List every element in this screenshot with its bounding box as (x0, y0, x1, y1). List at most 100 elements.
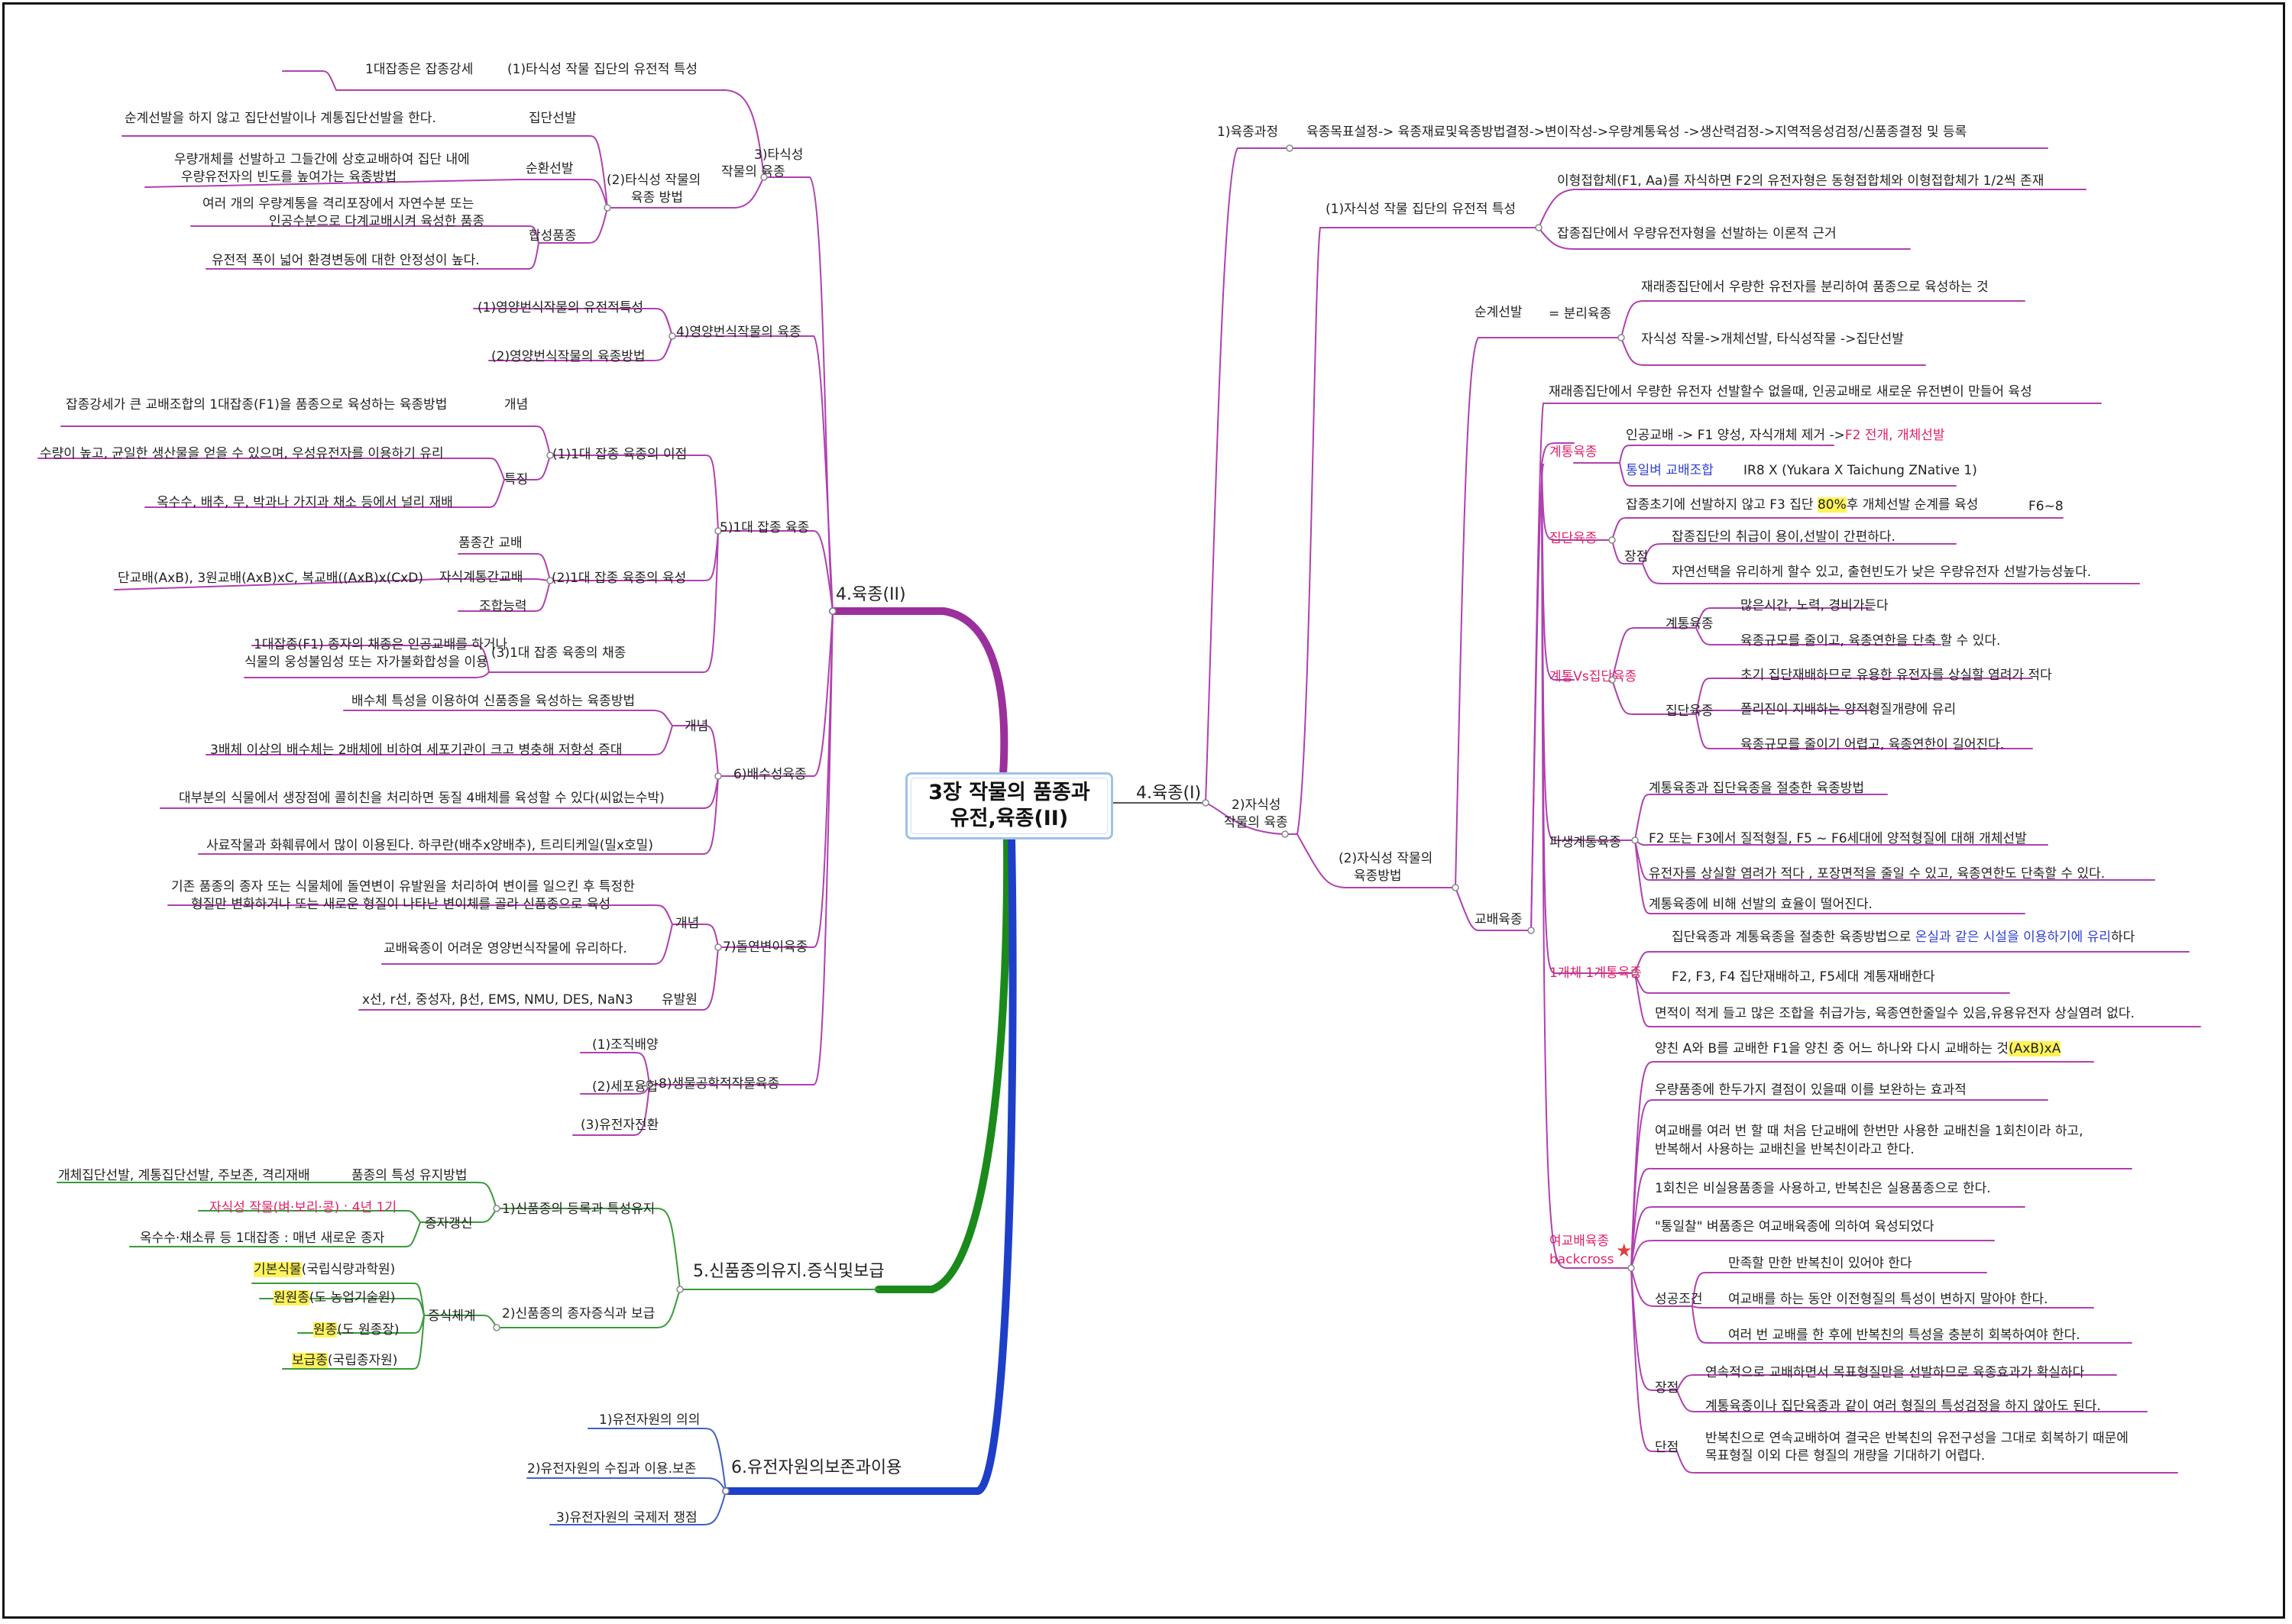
self-genetic-item-2[interactable]: 잡종집단에서 우량유전자형을 선발하는 이론적 근거 (1557, 226, 1837, 241)
main-topic-breeding-2[interactable]: 4.육종(II) (836, 585, 906, 604)
mutation-concept-label[interactable]: 개념 (675, 916, 700, 931)
topic-backcross-1[interactable]: 여교배육종 (1549, 1234, 1610, 1249)
ssd-item-1[interactable]: 집단육종과 계통육종을 절충한 육종방법으로 온실과 같은 시설을 이용하기에 … (1672, 929, 2135, 946)
f1-dev-subitem[interactable]: 단교배(AxB), 3원교배(AxB)xC, 복교배((AxB)x(CxD) (118, 571, 423, 586)
topic-cross-genetic-traits[interactable]: (1)타식성 작물 집단의 유전적 특성 (507, 62, 698, 77)
cross-genetic-item[interactable]: 1대잡종은 잡종강세 (365, 62, 474, 77)
f1-seed-item-2[interactable]: 식물의 웅성불임성 또는 자가불화합성을 이용 (244, 655, 488, 670)
ssd-item-3[interactable]: 면적이 적게 들고 많은 조합을 취급가능, 육종연한줄일수 있음,유용유전자 … (1655, 1006, 2135, 1021)
pure-line-alias[interactable]: = 분리육종 (1549, 306, 1612, 322)
f1-dev-item-1[interactable]: 품종간 교배 (458, 535, 523, 551)
f1-concept-label[interactable]: 개념 (504, 397, 529, 412)
backcross-condition-1[interactable]: 만족할 만한 반복친이 있어야 한다 (1728, 1256, 1912, 1271)
main-topic-breeding-1[interactable]: 4.육종(I) (1136, 784, 1202, 803)
topic-f1-development[interactable]: (2)1대 잡종 육종의 육성 (552, 571, 687, 586)
variety-maintenance-methods-label[interactable]: 품종의 특성 유지방법 (351, 1168, 468, 1183)
topic-derived-line-breeding[interactable]: 파생계통육종 (1549, 835, 1621, 850)
recurrent-item-2[interactable]: 우량유전자의 빈도를 높여가는 육종방법 (181, 170, 397, 185)
vegetative-item-2[interactable]: (2)영양번식작물의 육종방법 (491, 349, 646, 364)
mass-selection-label[interactable]: 집단선발 (529, 111, 577, 126)
pure-line-item-1[interactable]: 재래종집단에서 우량한 유전자를 분리하여 품종으로 육성하는 것 (1641, 280, 1989, 295)
derived-item-3[interactable]: 유전자를 상실할 염려가 적다 , 포장면적을 줄일 수 있고, 육종연한도 단… (1649, 866, 2106, 882)
backcross-item-1[interactable]: 우량품종에 한두가지 결점이 있을때 이를 보완하는 효과적 (1655, 1082, 1967, 1098)
synthetic-item-2[interactable]: 인공수분으로 다계교배시켜 육성한 품종 (269, 214, 485, 229)
backcross-item-3[interactable]: 1회친은 비실용품종을 사용하고, 반복친은 실용품종으로 한다. (1655, 1181, 1991, 1196)
central-topic[interactable]: 3장 작물의 품종과 유전,육종(II) (905, 772, 1113, 839)
main-topic-genetic-resources[interactable]: 6.유전자원의보존과이용 (731, 1458, 902, 1477)
genetic-resources-item-2[interactable]: 2)유전자원의 수집과 이용.보존 (527, 1461, 697, 1477)
topic-self-genetic-traits[interactable]: (1)자식성 작물 집단의 유전적 특성 (1326, 202, 1517, 217)
multiplication-system-label[interactable]: 증식체계 (428, 1309, 476, 1324)
topic-self-pollinated-1[interactable]: 2)자식성 (1232, 797, 1281, 813)
topic-cross-breeding[interactable]: 교배육종 (1475, 912, 1523, 927)
f1-features-label[interactable]: 특징 (504, 472, 529, 487)
backcross-disadvantage-2[interactable]: 목표형질 이외 다른 형질의 개량을 기대하기 어렵다. (1705, 1448, 1986, 1464)
f1-dev-item-3[interactable]: 조합능력 (479, 599, 527, 614)
topic-cross-pollinated-1[interactable]: 3)타식성 (754, 147, 804, 163)
vs-bulk-item-1[interactable]: 초기 집단재배하므로 유용한 유전자를 상실할 염려가 적다 (1740, 668, 2052, 683)
topic-seed-multiplication[interactable]: 2)신품종의 종자증식과 보급 (502, 1306, 656, 1322)
polyploidy-item-1[interactable]: 배수체 특성을 이용하여 신품종을 육성하는 육종방법 (351, 694, 636, 709)
mutation-item-2[interactable]: 형질만 변화하거나 또는 새로운 형질이 나타난 변이체를 골라 신품종으로 육… (191, 897, 611, 912)
topic-backcross-2[interactable]: backcross (1549, 1252, 1614, 1267)
polyploidy-item-3[interactable]: 대부분의 식물에서 생장점에 콜히친을 처리하면 동질 4배체를 육성할 수 있… (179, 791, 665, 806)
genetic-resources-item-1[interactable]: 1)유전자원의 의의 (599, 1412, 701, 1428)
biotech-item-1[interactable]: (1)조직배양 (592, 1037, 659, 1053)
topic-f1-hybrid-breeding[interactable]: 5)1대 잡종 육종 (720, 520, 810, 535)
backcross-disadvantages-label[interactable]: 단점 (1655, 1440, 1679, 1455)
backcross-condition-2[interactable]: 여교배를 하는 동안 이전형질의 특성이 변하지 말아야 한다. (1728, 1292, 2048, 1307)
bulk-item-1-generation[interactable]: F6~8 (2028, 499, 2064, 514)
backcross-item-4[interactable]: "통일찰" 벼품종은 여교배육종에 의하여 육성되었다 (1655, 1219, 1934, 1234)
mass-selection-item[interactable]: 순계선발을 하지 않고 집단선발이나 계통집단선발을 한다. (125, 111, 436, 126)
topic-cross-methods-1[interactable]: (2)타식성 작물의 (607, 173, 701, 188)
bulk-advantage-2[interactable]: 자연선택을 유리하게 할수 있고, 출현빈도가 낮은 우량유전자 선발가능성높다… (1672, 565, 2092, 580)
mutation-item-3[interactable]: 교배육종이 어려운 영양번식작물에 유리하다. (384, 941, 627, 956)
backcross-condition-3[interactable]: 여러 번 교배를 한 후에 반복친의 특성을 충분히 회복하여야 한다. (1728, 1328, 2080, 1343)
vs-pedigree-label[interactable]: 계통육종 (1666, 616, 1714, 632)
multiplication-item-2[interactable]: 원원종(도 농업기술원) (274, 1289, 395, 1306)
vs-pedigree-item-2[interactable]: 육종규모를 줄이고, 육종연한을 단축 할 수 있다. (1740, 633, 2001, 649)
polyploidy-item-4[interactable]: 사료작물과 화훼류에서 많이 이용된다. 하쿠란(배추x양배추), 트리티케일(… (206, 838, 653, 853)
backcross-conditions-label[interactable]: 성공조건 (1655, 1292, 1703, 1307)
seed-renewal-label[interactable]: 종자갱신 (425, 1216, 473, 1231)
topic-mutation-breeding[interactable]: 7)돌연변이육종 (723, 940, 808, 955)
breeding-process-text[interactable]: 육종목표설정-> 육종재료및육종방법결정->변이작성->우량계통육성 ->생산력… (1306, 125, 1967, 140)
multiplication-item-3[interactable]: 원종(도 원종장) (313, 1322, 400, 1338)
bulk-advantage-1[interactable]: 잡종집단의 취급이 용이,선발이 간편하다. (1672, 529, 1895, 545)
backcross-item-2a[interactable]: 여교배를 여러 번 할 때 처음 단교배에 한번만 사용한 교배친을 1회친이라… (1655, 1124, 2083, 1139)
topic-f1-advantages[interactable]: (1)1대 잡종 육종의 이점 (552, 447, 688, 462)
variety-maintenance-methods[interactable]: 개체집단선발, 계통집단선발, 주보존, 격리재배 (58, 1168, 310, 1183)
topic-self-methods-2[interactable]: 육종방법 (1354, 869, 1402, 884)
biotech-item-2[interactable]: (2)세포융합 (592, 1079, 659, 1095)
multiplication-item-4[interactable]: 보급종(국립종자원) (292, 1352, 397, 1369)
f1-seed-item-1[interactable]: 1대잡종(F1) 종자의 채종은 인공교배를 하거나 (254, 637, 508, 652)
multiplication-item-1[interactable]: 기본식물(국립식량과학원) (254, 1261, 395, 1278)
polyploidy-concept-label[interactable]: 개념 (685, 719, 709, 734)
f1-feature-1[interactable]: 수량이 높고, 균일한 생산물을 얻을 수 있으며, 우성유전자를 이용하기 유… (40, 446, 444, 461)
topic-pedigree-breeding[interactable]: 계통육종 (1549, 445, 1598, 460)
f1-dev-item-2[interactable]: 자식계통간교배 (439, 570, 523, 585)
topic-breeding-process[interactable]: 1)육종과정 (1217, 125, 1279, 140)
topic-vegetative-breeding[interactable]: 4)영양번식작물의 육종 (676, 325, 801, 340)
topic-cross-pollinated-2[interactable]: 작물의 육종 (721, 164, 785, 180)
topic-ssd-breeding[interactable]: 1개체 1계통육종 (1549, 966, 1642, 981)
synthetic-item-1[interactable]: 여러 개의 우량계통을 격리포장에서 자연수분 또는 (202, 196, 474, 212)
backcross-advantages-label[interactable]: 장점 (1655, 1380, 1679, 1396)
pedigree-item-1[interactable]: 인공교배 -> F1 양성, 자식개체 제거 ->F2 전개, 개체선발 (1626, 427, 1945, 444)
bulk-item-1[interactable]: 잡종초기에 선발하지 않고 F3 집단 80%후 개체선발 순계를 육성 (1626, 497, 1978, 513)
synthetic-variety-label[interactable]: 합성품종 (529, 228, 577, 244)
backcross-advantage-1[interactable]: 연속적으로 교배하면서 목표형질만을 선발하므로 육종효과가 확실하다 (1705, 1365, 2085, 1380)
derived-item-1[interactable]: 계통육종과 집단육종을 절충한 육종방법 (1649, 781, 1865, 796)
recurrent-selection-label[interactable]: 순환선발 (526, 161, 574, 176)
recurrent-item-1[interactable]: 우량개체를 선발하고 그들간에 상호교배하여 집단 내에 (174, 152, 470, 167)
vs-bulk-label[interactable]: 집단육종 (1666, 704, 1714, 719)
backcross-disadvantage-1[interactable]: 반복친으로 연속교배하여 결국은 반복친의 유전구성을 그대로 회복하기 때문에 (1705, 1431, 2129, 1446)
main-topic-variety-maintenance[interactable]: 5.신품종의유지.증식및보급 (693, 1262, 885, 1281)
topic-self-methods-1[interactable]: (2)자식성 작물의 (1339, 851, 1433, 866)
f1-concept-item[interactable]: 잡종강세가 큰 교배조합의 1대잡종(F1)을 품종으로 육성하는 육종방법 (66, 397, 448, 412)
topic-pure-line-selection[interactable]: 순계선발 (1475, 305, 1523, 320)
genetic-resources-item-3[interactable]: 3)유전자원의 국제저 쟁점 (556, 1510, 698, 1525)
derived-item-4[interactable]: 계통육종에 비해 선발의 효율이 떨어진다. (1649, 897, 1873, 912)
vs-bulk-item-3[interactable]: 육종규모를 줄이기 어렵고, 육종연한이 길어진다. (1740, 737, 2005, 752)
biotech-item-3[interactable]: (3)유전자전환 (581, 1118, 659, 1133)
